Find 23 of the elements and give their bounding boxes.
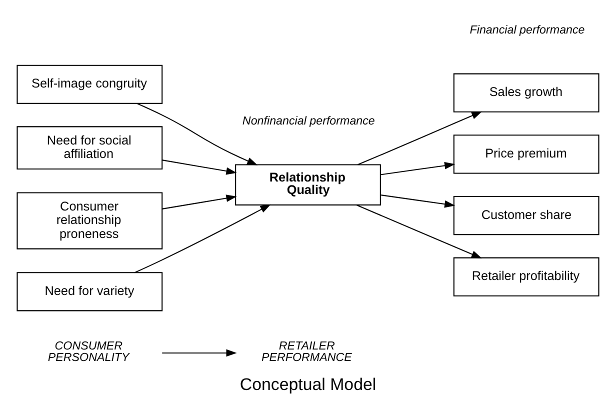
arrow — [162, 349, 237, 357]
node-box: Price premium — [453, 134, 600, 174]
node-box: Retailer profitability — [453, 257, 600, 296]
arrow — [380, 194, 456, 208]
arrow — [356, 204, 482, 258]
node-box: Need for social affiliation — [16, 126, 163, 170]
arrow — [162, 160, 237, 175]
node-text: RETAILER PERFORMANCE — [261, 340, 352, 364]
label: Financial performance — [470, 23, 585, 36]
node-box: Self-image congruity — [16, 64, 163, 104]
node-box: Customer share — [453, 196, 600, 236]
node-text: CONSUMER PERSONALITY — [48, 340, 130, 364]
arrow — [380, 162, 456, 176]
node-box: Sales growth — [453, 73, 600, 112]
arrow — [136, 103, 258, 166]
arrow — [134, 204, 271, 274]
node-box: Consumer relationship proneness — [16, 192, 163, 250]
arrow — [358, 111, 482, 166]
caption: Conceptual Model — [240, 374, 376, 394]
node-box: Relationship Quality — [235, 164, 381, 206]
arrow — [162, 194, 237, 210]
label: Nonfinancial performance — [242, 114, 375, 128]
node-box: Need for variety — [16, 272, 163, 312]
